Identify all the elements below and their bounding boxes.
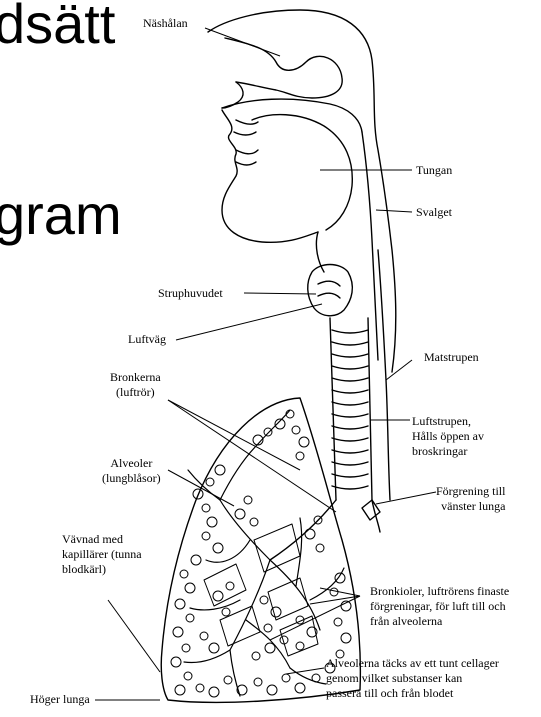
larynx	[308, 265, 353, 316]
right-bronchus	[270, 500, 336, 560]
alveoli-clusters	[171, 410, 351, 697]
lips	[222, 110, 318, 242]
teeth-upper	[234, 120, 258, 135]
label-forgrening: Förgrening till vänster lunga	[436, 484, 505, 514]
label-struphuvudet: Struphuvudet	[158, 286, 223, 301]
label-svalget: Svalget	[416, 205, 452, 220]
label-bronkioler: Bronkioler, luftrörens finaste förgrenin…	[370, 584, 509, 629]
tongue	[252, 115, 352, 230]
trachea-left	[330, 318, 336, 500]
label-nashalan: Näshålan	[143, 16, 188, 31]
label-alveoler: Alveoler (lungblåsor)	[102, 456, 161, 486]
teeth-lower	[236, 150, 258, 165]
left-bronchus-stub	[362, 500, 380, 520]
label-alveolerna-tacks: Alveolerna täcks av ett tunt cellager ge…	[326, 656, 499, 701]
pharynx-back	[362, 132, 378, 360]
label-tungan: Tungan	[416, 163, 452, 178]
esophagus	[378, 250, 390, 500]
bronchial-tree	[184, 410, 344, 696]
label-luftstrupen: Luftstrupen, Hålls öppen av broskringar	[412, 414, 484, 459]
trachea-rings	[332, 330, 368, 489]
label-matstrupen: Matstrupen	[424, 350, 479, 365]
trachea-right	[368, 318, 372, 500]
label-hoger-lunga: Höger lunga	[30, 692, 90, 707]
label-vavnad: Vävnad med kapillärer (tunna blodkärl)	[62, 532, 142, 577]
label-luftvag: Luftväg	[128, 332, 166, 347]
label-bronkerna: Bronkerna (luftrör)	[110, 370, 161, 400]
